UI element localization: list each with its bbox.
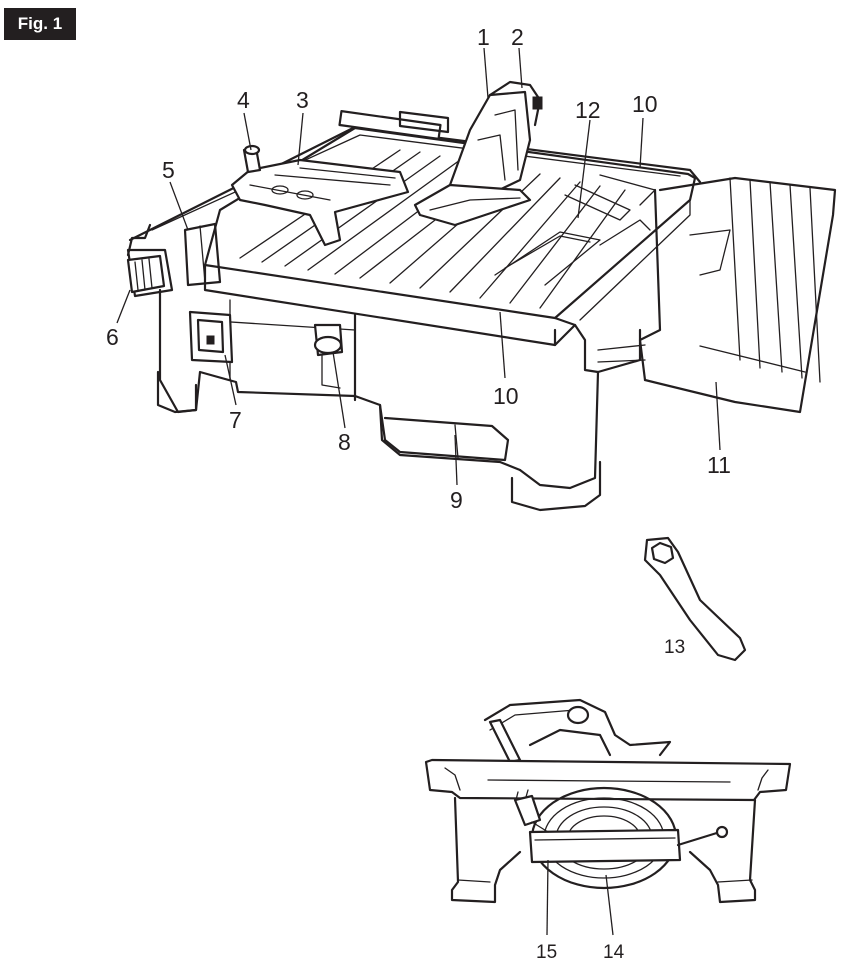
callout-2: 2 [511,24,524,50]
tile-saw-underside-view [426,700,790,902]
callout-4: 4 [237,87,250,113]
callout-7: 7 [229,407,242,433]
callout-numbers: 1 2 3 4 5 6 7 8 9 10 10 11 12 13 14 15 [106,24,731,963]
callout-13: 13 [664,637,685,658]
callout-10-top: 10 [632,91,658,117]
callout-6: 6 [106,324,119,350]
callout-14: 14 [603,942,625,963]
callout-8: 8 [338,429,351,455]
callout-11: 11 [707,452,731,478]
callout-15: 15 [536,942,557,963]
callout-9: 9 [450,487,463,513]
callout-12: 12 [575,97,601,123]
callout-1: 1 [477,24,490,50]
tile-saw-main-view [128,82,835,510]
callout-10-bottom: 10 [493,383,519,409]
wrench-accessory [645,538,745,660]
callout-3: 3 [296,87,309,113]
callout-5: 5 [162,157,175,183]
